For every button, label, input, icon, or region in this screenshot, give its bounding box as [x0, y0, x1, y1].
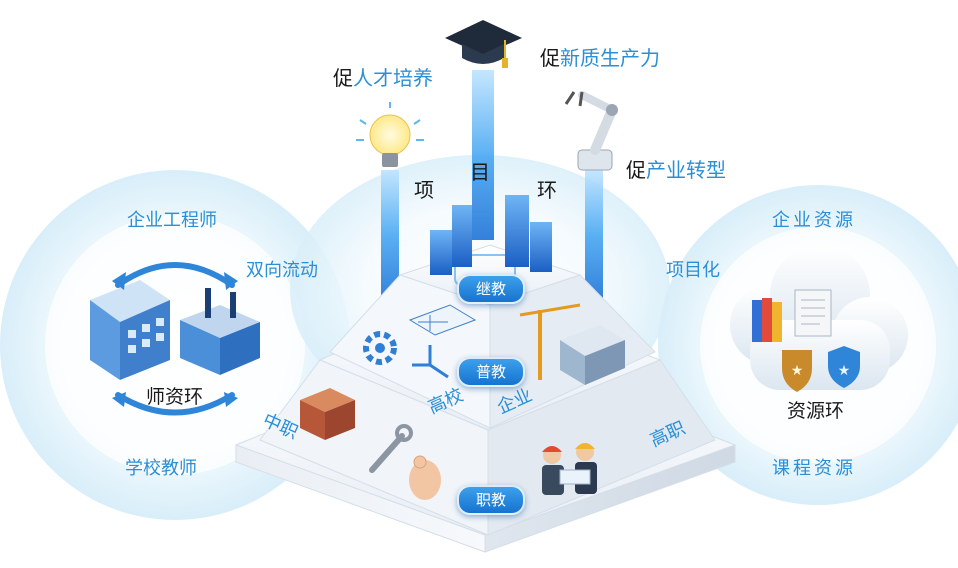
lightbulb-icon [356, 102, 424, 167]
workers-icon [542, 443, 597, 495]
graduation-cap-icon [445, 20, 522, 68]
project-ring-char-1: 项 [414, 178, 434, 202]
office-building-icon [90, 280, 170, 380]
resource-ring-link: 项目化 [666, 260, 720, 281]
document-icon [794, 289, 832, 337]
branch-arrows-icon [412, 345, 449, 379]
robot-arm-icon [564, 91, 618, 171]
beam-center [472, 70, 494, 240]
city-buildings-icon [430, 195, 552, 275]
resource-ring-title: 资源环 [787, 400, 845, 422]
project-ring-char-3: 环 [537, 178, 557, 202]
outcome-talent: 促人才培养 [333, 68, 433, 88]
resource-ring-bottom: 课程资源 [772, 458, 856, 479]
teacher-ring-shape [0, 170, 350, 520]
outcome-productivity-prefix: 促 [540, 46, 560, 70]
blueprint-icon [408, 304, 477, 336]
svg-text:★: ★ [791, 363, 804, 379]
books-icon [752, 298, 782, 342]
resource-ring-top: 企业资源 [772, 210, 856, 231]
outcome-industry: 促产业转型 [626, 160, 726, 180]
teacher-ring-title: 师资环 [146, 386, 204, 408]
arrow-head-top-right [224, 272, 238, 290]
gear-icon [363, 331, 397, 365]
crane-construction-icon [519, 303, 625, 385]
outcome-productivity-text: 新质生产力 [560, 46, 660, 70]
level-top-badge: 继教 [457, 274, 525, 304]
outcome-talent-text: 人才培养 [353, 66, 433, 90]
wrench-icon [369, 424, 413, 473]
teacher-ring-bottom: 学校教师 [125, 458, 197, 479]
level-bottom-badge: 职教 [457, 485, 525, 515]
brick-wall-icon [300, 388, 355, 440]
outcome-talent-prefix: 促 [333, 66, 353, 90]
level-middle-badge: 普教 [457, 357, 525, 387]
arrow-head-bottom [112, 392, 126, 407]
svg-text:★: ★ [838, 363, 851, 379]
two-way-arrows-icon [115, 262, 235, 416]
beam-right [585, 170, 603, 300]
badge-shield-icon: ★ ★ [782, 346, 860, 392]
beam-left [381, 170, 399, 300]
arrow-head-top [112, 272, 126, 290]
outcome-productivity: 促新质生产力 [540, 48, 660, 68]
factory-icon [180, 288, 260, 375]
teacher-ring-top: 企业工程师 [127, 210, 217, 231]
hand-ok-icon [409, 455, 441, 500]
arrow-head-bottom-right [224, 392, 238, 407]
project-ring-char-2: 目 [470, 160, 490, 184]
outcome-industry-text: 产业转型 [646, 158, 726, 182]
outcome-industry-prefix: 促 [626, 158, 646, 182]
teacher-ring-link: 双向流动 [246, 260, 318, 281]
